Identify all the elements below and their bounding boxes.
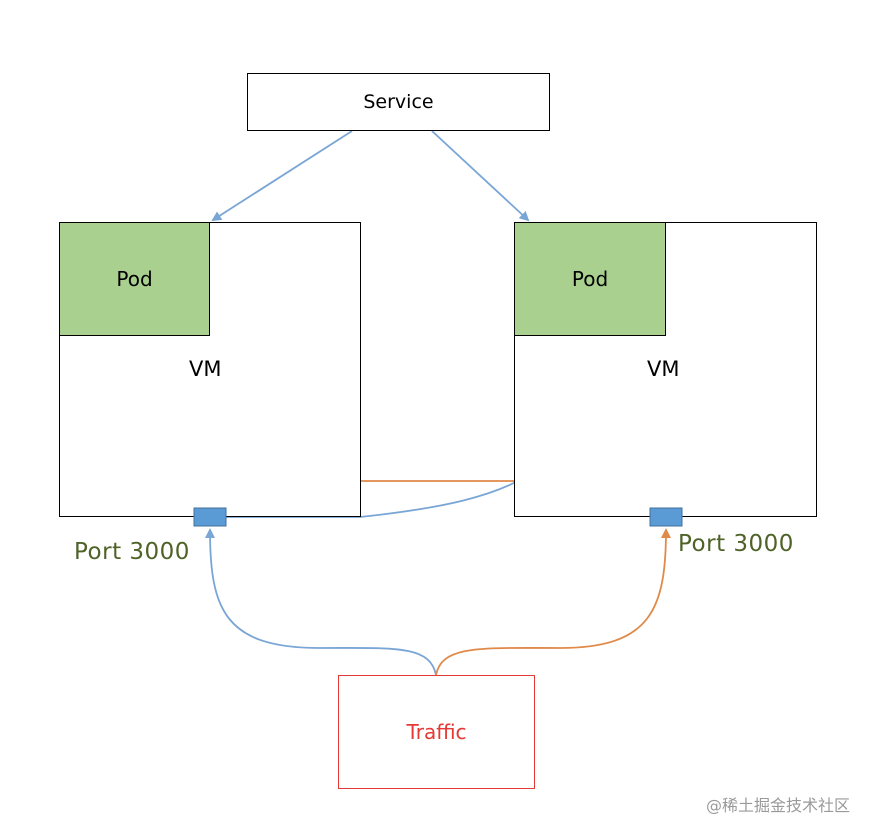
pod-right-label: Pod [571,267,609,291]
left-port-label: Port 3000 [74,539,190,565]
pod-left-label: Pod [116,267,153,291]
pod-left: Pod [59,222,210,336]
vm-left-label: VM [189,357,222,381]
vm-right-label: VM [647,357,680,381]
service-to-left-pod-arrow [211,130,353,222]
traffic-to-right-port-route [435,528,671,676]
right-port-label: Port 3000 [678,531,794,557]
traffic-node: Traffic [338,675,535,789]
left-port-marker [193,507,227,527]
service-to-right-pod-arrow [431,130,530,222]
pod-right: Pod [514,222,666,336]
traffic-to-left-port-route [205,528,437,676]
vm-left [59,222,361,517]
right-port-marker [649,507,683,527]
traffic-label: Traffic [406,720,467,744]
service-label: Service [363,91,434,113]
watermark-text: @稀土掘金技术社区 [706,796,851,815]
service-node: Service [247,73,550,131]
